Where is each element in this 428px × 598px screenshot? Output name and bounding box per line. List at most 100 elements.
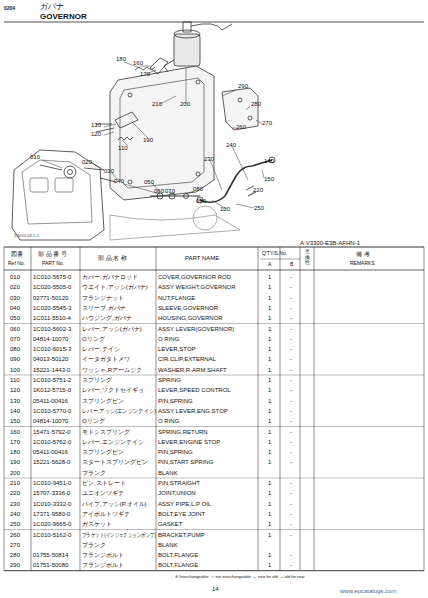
part-number: 1C010-5770-0 [33, 408, 71, 414]
ref-number: 270 [10, 542, 20, 548]
part-name: PIN,SPRING [158, 398, 193, 404]
part-name: ASSY WEIGHT,GOVERNOR [158, 284, 236, 290]
quantity: - [290, 521, 292, 527]
part-name: O RING [158, 336, 179, 342]
ref-number: 060 [10, 326, 20, 332]
part-number: 1C010-3332-0 [33, 501, 71, 507]
callout-number: 130 [91, 122, 101, 128]
ref-number: 260 [10, 532, 20, 538]
column-head: A [268, 262, 271, 267]
quantity: 1 [268, 274, 271, 280]
quantity: 1 [268, 532, 271, 538]
ref-number: 240 [10, 511, 20, 517]
part-number: 15221-1443-0 [33, 367, 70, 373]
quantity: - [290, 377, 292, 383]
quantity: 1 [268, 377, 271, 383]
callout-number: 210 [152, 101, 162, 107]
ref-number: 040 [10, 305, 20, 311]
quantity: 1 [268, 326, 271, 332]
callout-number: 150 [264, 176, 274, 182]
part-name: ハウジング,ガバナ [82, 315, 132, 321]
part-number: 1C010-5602-3 [33, 326, 71, 332]
part-name: BOLT,FLANGE [158, 562, 198, 568]
callout-number: 160 [133, 60, 143, 66]
quantity: 1 [268, 346, 271, 352]
section-number: 0204 [4, 6, 15, 11]
part-name: O RING [158, 418, 179, 424]
callout-number: 120 [91, 131, 101, 137]
callout-number: 110 [118, 145, 128, 151]
figure-id: 1G070-03-1-1 [14, 234, 39, 238]
callout-number: 020 [82, 159, 92, 165]
part-name: BOLT,EYE JOINT [158, 511, 205, 517]
quantity: - [290, 274, 292, 280]
part-number: 1C020-9665-0 [33, 521, 71, 527]
quantity: 1 [268, 449, 271, 455]
model-code: A:V3300-E3B-AFHN-1 [300, 240, 360, 246]
part-name: スタートスプリングピン [82, 459, 148, 465]
part-name: カバー,ガバナロッド [82, 274, 138, 280]
column-head: B [290, 262, 293, 267]
part-name: ガスケット [82, 521, 112, 527]
ref-number: 090 [10, 356, 20, 362]
quantity: 1 [268, 356, 271, 362]
quantity: 1 [268, 480, 271, 486]
part-name: スプリングピン [82, 449, 124, 455]
quantity: - [290, 346, 292, 352]
part-name: SLEEVE,GOVERNOR [158, 305, 218, 311]
column-head: PART NAME [185, 255, 219, 261]
ref-number: 250 [10, 521, 20, 527]
part-name: ブラケット(インジェクションポンプ) [82, 532, 156, 538]
quantity: 1 [268, 295, 271, 301]
part-name: レバー,アッシ(エンジンテイシ) [82, 408, 156, 414]
quantity: - [290, 387, 292, 393]
column-head: 部 品 名 称 [98, 255, 127, 261]
column-head: 備 考 [356, 251, 370, 257]
part-name: GASKET [158, 521, 182, 527]
ref-number: 290 [10, 562, 20, 568]
quantity: 1 [268, 367, 271, 373]
part-name: ASSY PIPE,L.P OIL [158, 501, 211, 507]
quantity: - [290, 480, 292, 486]
quantity: - [290, 315, 292, 321]
part-number: 01751-50080 [33, 562, 68, 568]
title-english: GOVERNOR [40, 13, 87, 21]
callout-number: 250 [254, 205, 264, 211]
quantity: - [290, 336, 292, 342]
ref-number: 150 [10, 418, 20, 424]
quantity: - [290, 429, 292, 435]
quantity: - [290, 449, 292, 455]
quantity: - [290, 418, 292, 424]
callout-number: 260 [236, 124, 246, 130]
part-name: スプリング [82, 377, 112, 383]
part-name: LEVER,STOP [158, 346, 196, 352]
legend-note: ※ Interchangeable: ⇔ not interchangeable… [175, 575, 304, 579]
part-name: ブランク [82, 470, 106, 476]
part-name: NUT,FLANGE [158, 295, 195, 301]
part-number: 1C010-5762-0 [33, 439, 71, 445]
quantity: - [290, 501, 292, 507]
page-number: 14 [212, 586, 219, 592]
quantity: - [290, 367, 292, 373]
quantity: - [290, 305, 292, 311]
callout-number: 240 [226, 142, 236, 148]
part-name: アイボルトツギテ [82, 511, 130, 517]
part-name: レバー,アッシ(ガバナ) [82, 326, 142, 332]
part-name: BRACKET,PUMP [158, 532, 205, 538]
quantity: 1 [268, 387, 271, 393]
quantity: - [290, 562, 292, 568]
quantity: 1 [268, 336, 271, 342]
part-name: CIR.CLIP,EXTERNAL [158, 356, 216, 362]
ref-number: 210 [10, 480, 20, 486]
part-name: SPRING,RETURN [158, 429, 208, 435]
callout-number: 050 [144, 179, 154, 185]
quantity: 1 [268, 511, 271, 517]
part-name: HOUSING,GOVERNOR [158, 315, 223, 321]
ref-number: 220 [10, 490, 20, 496]
part-number: 1K012-5715-0 [33, 387, 71, 393]
part-name: パイプ,アッシ(P.オイル) [82, 501, 147, 507]
part-name: PIN,STRAIGHT [158, 480, 200, 486]
column-head: 互換性 [305, 249, 310, 266]
part-name: BLANK [158, 542, 178, 548]
column-head: REMARKS [350, 261, 375, 266]
